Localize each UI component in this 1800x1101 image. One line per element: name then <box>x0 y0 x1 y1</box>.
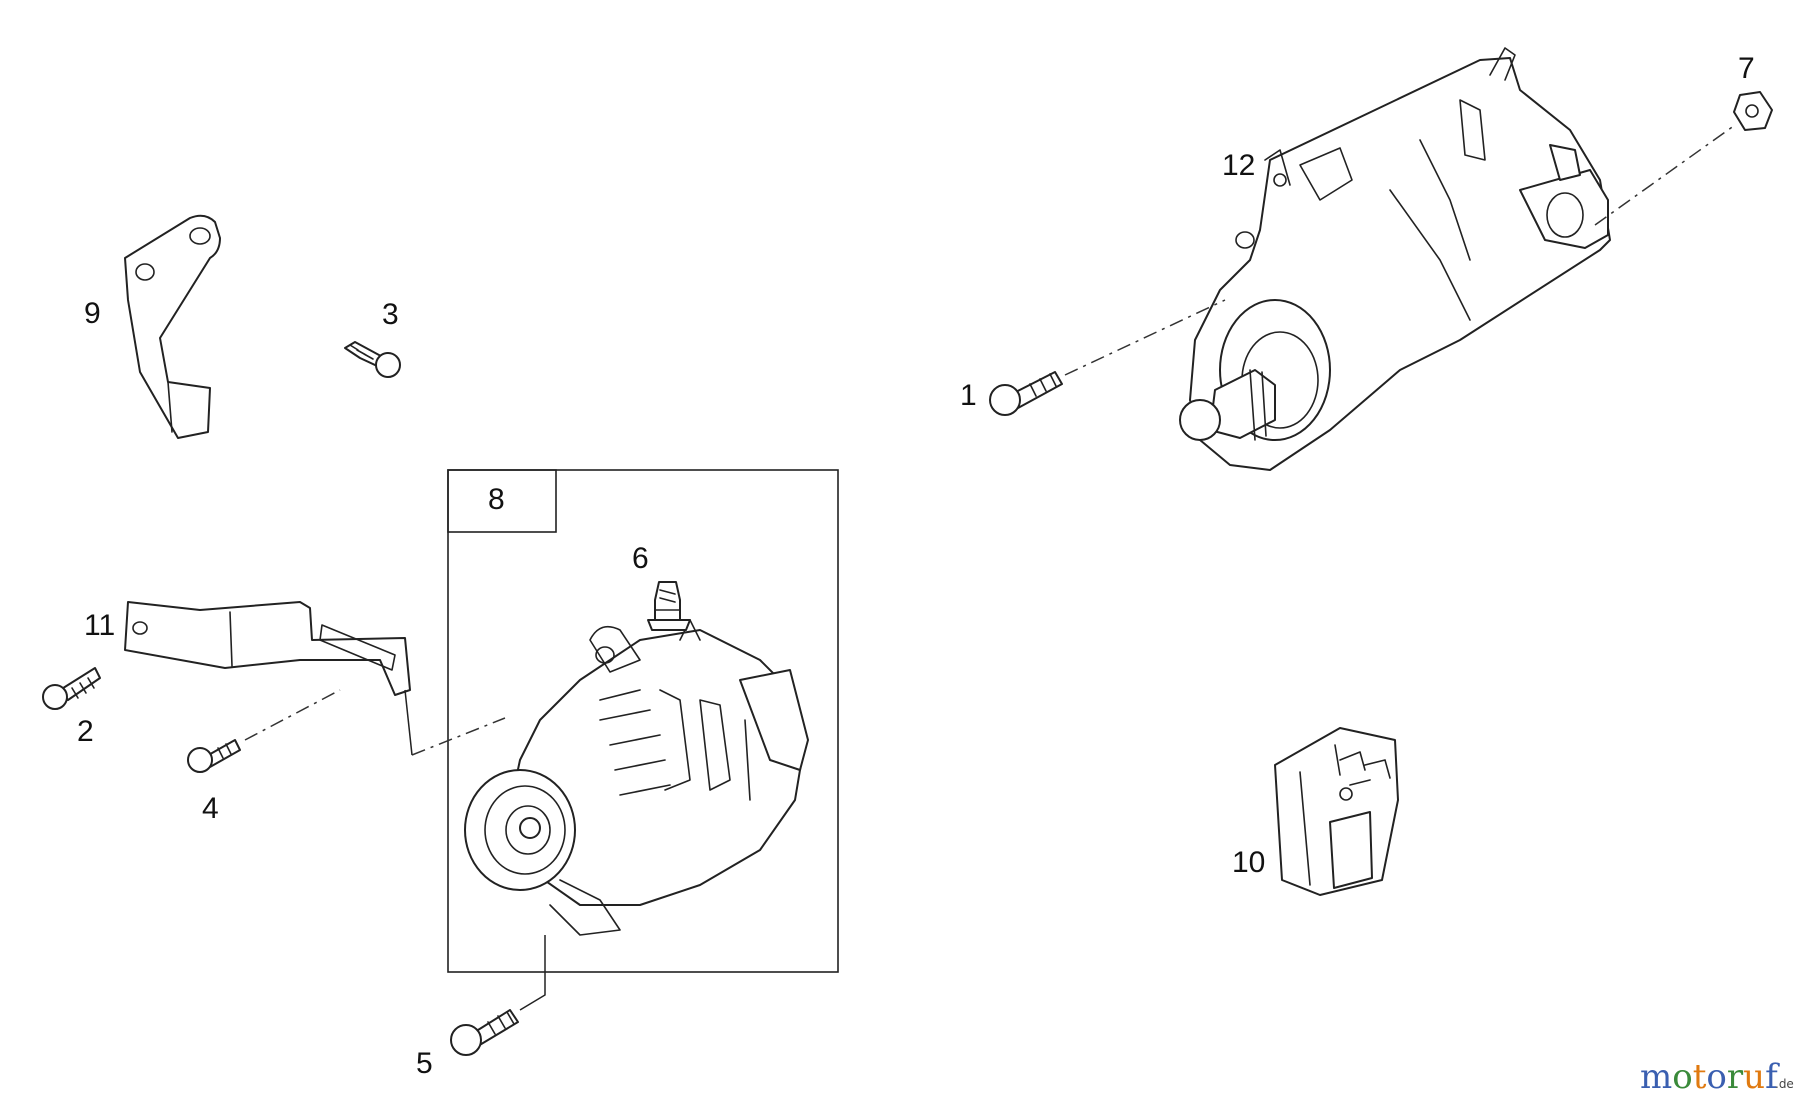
watermark-letter-m: m <box>1640 1057 1672 1097</box>
part-nut-7 <box>1733 91 1773 131</box>
part-relay-10 <box>1274 727 1399 896</box>
callout-2: 2 <box>77 715 94 748</box>
watermark-letter-r: r <box>1727 1057 1744 1097</box>
part-alternator-8 <box>464 619 809 936</box>
watermark-letter-o2: o <box>1706 1057 1726 1097</box>
callout-5: 5 <box>416 1047 433 1080</box>
callout-3: 3 <box>382 298 399 331</box>
callout-4: 4 <box>202 792 219 825</box>
part-bolt-2 <box>42 667 101 710</box>
watermark-suffix: .de <box>1775 1077 1794 1091</box>
callout-9: 9 <box>84 297 101 330</box>
part-bolt-3 <box>344 341 401 378</box>
watermark-letter-f: f <box>1765 1057 1780 1097</box>
leader-line-11 <box>411 717 506 756</box>
part-adjusting-arm-11 <box>124 601 411 696</box>
leader-line-5 <box>519 935 546 1011</box>
leader-bracket-11 <box>404 689 413 756</box>
part-bolt-5 <box>450 1009 519 1056</box>
part-terminal-nut-6 <box>647 581 691 631</box>
callout-6: 6 <box>632 542 649 575</box>
watermark-letter-t: t <box>1693 1057 1707 1097</box>
leader-line-7 <box>1594 124 1736 226</box>
part-bolt-4 <box>187 739 241 773</box>
part-starter-motor-12 <box>1179 47 1611 471</box>
callout-10: 10 <box>1232 846 1265 879</box>
part-bolt-1 <box>989 371 1063 416</box>
callout-7: 7 <box>1738 52 1755 85</box>
watermark-letter-u: u <box>1743 1057 1765 1097</box>
part-bracket-9 <box>124 214 221 439</box>
callout-8: 8 <box>488 483 505 516</box>
assembly-box-8 <box>447 469 839 973</box>
callout-1: 1 <box>960 379 977 412</box>
callout-12: 12 <box>1222 149 1255 182</box>
leader-line-1 <box>1064 299 1226 376</box>
motoruf-watermark-logo: motoruf .de <box>1640 1057 1794 1097</box>
leader-line-4 <box>244 689 341 741</box>
callout-11: 11 <box>84 609 115 642</box>
svg-text:motoruf: motoruf <box>1640 1057 1780 1097</box>
watermark-letter-o: o <box>1672 1057 1692 1097</box>
